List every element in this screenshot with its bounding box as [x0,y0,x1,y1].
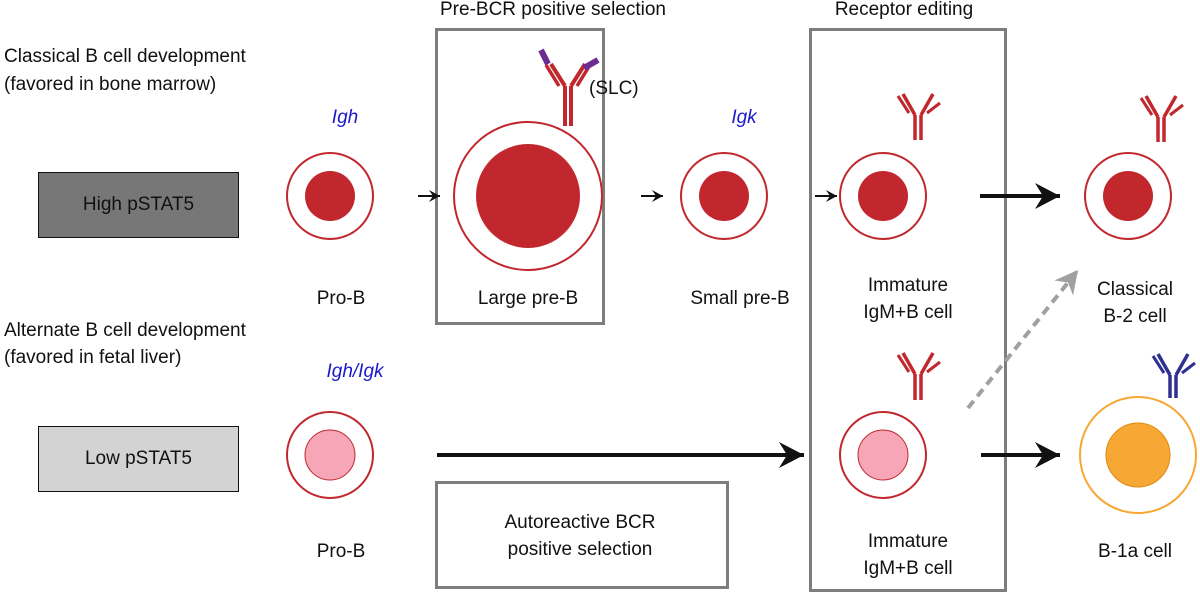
classical-b2-label-line2: B-2 cell [1103,306,1167,327]
gene-label-igh: Igh [331,107,359,128]
pre-bcr-receptor-icon [538,48,600,126]
pro-b-cell-top [286,152,374,240]
autoreactive-label-line1: Autoreactive BCR [504,512,656,533]
large-pre-b-label: Large pre-B [477,288,579,309]
immature-label-top-line2: IgM+B cell [863,302,953,323]
high-pstat5-box: High pSTAT5 [38,172,239,238]
igm-receptor-icon-b2 [1139,95,1184,142]
dashed-arrow-to-b2 [966,268,1080,410]
pro-b-label-bottom: Pro-B [316,541,366,562]
igm-receptor-icon-top [896,93,941,140]
pre-bcr-header: Pre-BCR positive selection [440,0,666,20]
b1a-label: B-1a cell [1098,541,1172,562]
alternate-subtitle: (favored in fetal liver) [4,347,182,368]
receptor-editing-header: Receptor editing [834,0,974,20]
immature-b-cell-bottom [839,411,927,499]
autoreactive-label-line2: positive selection [507,539,653,560]
gene-label-igh-igk: Igh/Igk [326,361,384,382]
immature-label-bottom-line2: IgM+B cell [863,558,953,579]
small-pre-b-cell [680,152,768,240]
classical-subtitle: (favored in bone marrow) [4,74,217,95]
alternate-title: Alternate B cell development [4,320,246,341]
low-pstat5-box: Low pSTAT5 [38,426,239,492]
small-pre-b-label: Small pre-B [690,288,790,309]
classical-title: Classical B cell development [4,46,246,67]
immature-b-cell-top [839,152,927,240]
autoreactive-box [435,481,729,589]
pro-b-label-top: Pro-B [316,288,366,309]
slc-label: (SLC) [589,78,639,99]
receptor-editing-box [809,28,1007,592]
classical-b2-label-line1: Classical [1096,279,1174,300]
pre-bcr-selection-box [435,28,605,325]
gene-label-igk: Igk [731,107,757,128]
b1a-cell [1079,396,1197,514]
bcr-receptor-icon-b1a [1151,353,1196,398]
large-pre-b-cell [453,121,603,271]
pro-b-cell-bottom [286,411,374,499]
immature-label-top-line1: Immature [867,275,949,296]
immature-label-bottom-line1: Immature [867,531,949,552]
classical-b2-cell [1084,152,1172,240]
igm-receptor-icon-bottom [896,352,941,400]
